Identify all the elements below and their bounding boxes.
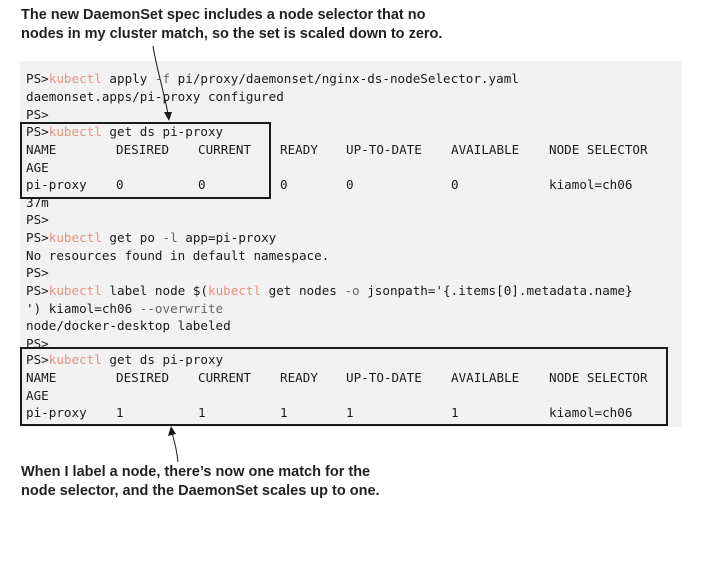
header-ready: READY [280, 370, 318, 385]
row-node-selector: kiamol=ch06 [549, 405, 633, 420]
terminal-prompt-line: PS> [26, 212, 49, 227]
row-current: 1 [198, 405, 206, 420]
command-text: get nodes [261, 283, 345, 298]
kubectl-keyword: kubectl [207, 283, 262, 298]
command-text: get po [101, 230, 163, 245]
header-age: AGE [26, 388, 49, 403]
command-text: ') kiamol=ch06 [26, 301, 140, 316]
caption-top: The new DaemonSet spec includes a node s… [21, 6, 442, 44]
row-current: 0 [198, 177, 206, 192]
caption-top-line-1: The new DaemonSet spec includes a node s… [21, 7, 426, 23]
row-ready: 1 [280, 405, 288, 420]
callout-arrows [152, 45, 179, 463]
command-text: app=pi-proxy [177, 230, 277, 245]
terminal-line-label-node: PS>kubectl label node $(kubectl get node… [26, 282, 633, 300]
row-up-to-date: 1 [346, 405, 354, 420]
command-text: get ds pi-proxy [101, 352, 224, 367]
header-name: NAME [26, 370, 57, 385]
terminal-output-apply: daemonset.apps/pi-proxy configured [26, 89, 284, 104]
prompt: PS> [26, 124, 49, 139]
header-up-to-date: UP-TO-DATE [346, 142, 422, 157]
table-row: pi-proxy 1 1 1 1 1 kiamol=ch06 [26, 404, 676, 422]
prompt: PS> [26, 230, 49, 245]
caption-bottom-line-2: node selector, and the DaemonSet scales … [21, 483, 380, 499]
ds-table-header: NAME DESIRED CURRENT READY UP-TO-DATE AV… [26, 141, 676, 159]
terminal-line-get-ds: PS>kubectl get ds pi-proxy [26, 123, 223, 141]
row-desired: 1 [116, 405, 124, 420]
header-node-selector: NODE SELECTOR [549, 142, 648, 157]
header-current: CURRENT [198, 370, 252, 385]
row-ready: 0 [280, 177, 288, 192]
terminal-prompt-line: PS> [26, 265, 49, 280]
row-available: 1 [451, 405, 459, 420]
header-desired: DESIRED [116, 142, 170, 157]
header-available: AVAILABLE [451, 142, 520, 157]
highlight-box-after [20, 347, 668, 426]
terminal-line-get-po: PS>kubectl get po -l app=pi-proxy [26, 229, 276, 247]
caption-bottom-line-1: When I label a node, there’s now one mat… [21, 464, 371, 480]
terminal-line-get-ds: PS>kubectl get ds pi-proxy [26, 351, 223, 369]
highlight-box-before [20, 122, 271, 199]
kubectl-keyword: kubectl [48, 71, 102, 86]
terminal-output-labeled: node/docker-desktop labeled [26, 318, 231, 333]
row-available: 0 [451, 177, 459, 192]
arrow-top-callout [152, 45, 172, 121]
caption-top-line-2: nodes in my cluster match, so the set is… [21, 26, 443, 42]
header-available: AVAILABLE [451, 370, 520, 385]
kubectl-keyword: kubectl [48, 124, 102, 139]
command-text: label node $( [101, 283, 208, 298]
row-up-to-date: 0 [346, 177, 354, 192]
prompt: PS> [26, 352, 49, 367]
header-up-to-date: UP-TO-DATE [346, 370, 422, 385]
terminal-output-no-resources: No resources found in default namespace. [26, 248, 330, 263]
arrow-bottom-callout [168, 426, 179, 463]
command-flag: -o [344, 283, 360, 298]
header-ready: READY [280, 142, 318, 157]
command-text: pi/proxy/daemonset/nginx-ds-nodeSelector… [170, 71, 519, 86]
caption-bottom: When I label a node, there’s now one mat… [21, 463, 380, 501]
kubectl-keyword: kubectl [48, 283, 102, 298]
header-desired: DESIRED [116, 370, 170, 385]
ds-table-header: NAME DESIRED CURRENT READY UP-TO-DATE AV… [26, 369, 676, 387]
terminal-line-apply: PS>kubectl apply -f pi/proxy/daemonset/n… [26, 70, 519, 88]
command-text: jsonpath='{.items[0].metadata.name} [359, 283, 633, 298]
command-text: get ds pi-proxy [101, 124, 224, 139]
row-node-selector: kiamol=ch06 [549, 177, 633, 192]
header-node-selector: NODE SELECTOR [549, 370, 648, 385]
terminal-line-label-node-cont: ') kiamol=ch06 --overwrite [26, 300, 223, 318]
command-flag: --overwrite [139, 301, 224, 316]
terminal-prompt-line: PS> [26, 107, 49, 122]
header-current: CURRENT [198, 142, 252, 157]
prompt: PS> [26, 71, 49, 86]
row-name: pi-proxy [26, 405, 87, 420]
row-desired: 0 [116, 177, 124, 192]
kubectl-keyword: kubectl [48, 352, 102, 367]
prompt: PS> [26, 283, 49, 298]
header-age: AGE [26, 160, 49, 175]
table-row: pi-proxy 0 0 0 0 0 kiamol=ch06 [26, 176, 676, 194]
command-flag: -l [162, 230, 178, 245]
row-name: pi-proxy [26, 177, 87, 192]
command-text: apply [101, 71, 155, 86]
kubectl-keyword: kubectl [48, 230, 102, 245]
header-name: NAME [26, 142, 57, 157]
